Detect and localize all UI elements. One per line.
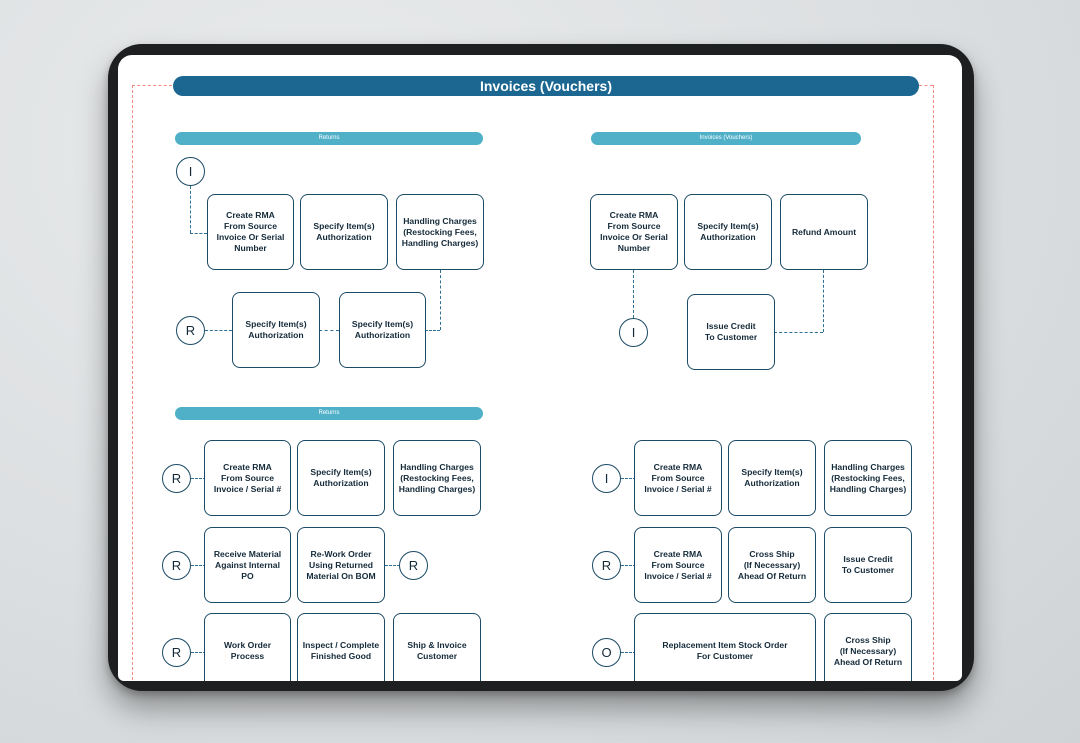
connector xyxy=(190,233,207,234)
connector xyxy=(823,270,824,332)
process-box-rework-order: Re-Work Order Using Returned Material On… xyxy=(297,527,385,603)
cut-guide-top-right xyxy=(919,85,933,86)
section-bar-returns-top: Returns xyxy=(175,132,483,145)
process-box-specify-items: Specify Item(s) Authorization xyxy=(339,292,426,368)
process-box-inspect-complete: Inspect / Complete Finished Good xyxy=(297,613,385,681)
connector xyxy=(190,186,191,233)
page-title: Invoices (Vouchers) xyxy=(173,76,919,96)
process-box-specify-items: Specify Item(s) Authorization xyxy=(684,194,772,270)
connector xyxy=(319,330,339,331)
process-box-replacement-order: Replacement Item Stock Order For Custome… xyxy=(634,613,816,681)
process-box-cross-ship: Cross Ship (If Necessary) Ahead Of Retur… xyxy=(728,527,816,603)
process-box-create-rma: Create RMA From Source Invoice Or Serial… xyxy=(207,194,294,270)
connector xyxy=(633,270,634,318)
flow-node-i: I xyxy=(592,464,621,493)
connector xyxy=(385,565,400,566)
process-box-receive-material: Receive Material Against Internal PO xyxy=(204,527,291,603)
screen: Invoices (Vouchers) Returns Invoices (Vo… xyxy=(118,55,962,681)
process-box-handling-charges: Handling Charges (Restocking Fees, Handl… xyxy=(396,194,484,270)
process-box-specify-items: Specify Item(s) Authorization xyxy=(728,440,816,516)
flow-node-r: R xyxy=(162,551,191,580)
connector xyxy=(621,652,636,653)
process-box-refund-amount: Refund Amount xyxy=(780,194,868,270)
cut-guide-top-left xyxy=(132,85,172,86)
connector xyxy=(205,330,232,331)
connector xyxy=(191,652,206,653)
section-bar-invoices: Invoices (Vouchers) xyxy=(591,132,861,145)
process-box-issue-credit: Issue Credit To Customer xyxy=(824,527,912,603)
process-box-ship-invoice: Ship & Invoice Customer xyxy=(393,613,481,681)
flow-node-i: I xyxy=(176,157,205,186)
flow-node-r: R xyxy=(162,638,191,667)
connector xyxy=(621,478,636,479)
flow-node-r: R xyxy=(592,551,621,580)
process-box-create-rma: Create RMA From Source Invoice Or Serial… xyxy=(590,194,678,270)
process-box-handling-charges: Handling Charges (Restocking Fees, Handl… xyxy=(824,440,912,516)
flow-node-i: I xyxy=(619,318,648,347)
process-box-handling-charges: Handling Charges (Restocking Fees, Handl… xyxy=(393,440,481,516)
process-box-create-rma: Create RMA From Source Invoice / Serial … xyxy=(634,527,722,603)
process-box-specify-items: Specify Item(s) Authorization xyxy=(232,292,320,368)
connector xyxy=(425,330,440,331)
process-box-cross-ship: Cross Ship (If Necessary) Ahead Of Retur… xyxy=(824,613,912,681)
flow-node-r: R xyxy=(399,551,428,580)
process-box-create-rma: Create RMA From Source Invoice / Serial … xyxy=(204,440,291,516)
flow-node-o: O xyxy=(592,638,621,667)
cut-guide-right xyxy=(933,85,934,681)
cut-guide-left xyxy=(132,85,133,681)
connector xyxy=(440,270,441,330)
process-box-specify-items: Specify Item(s) Authorization xyxy=(297,440,385,516)
process-box-issue-credit: Issue Credit To Customer xyxy=(687,294,775,370)
flow-node-r: R xyxy=(176,316,205,345)
process-box-specify-items: Specify Item(s) Authorization xyxy=(300,194,388,270)
connector xyxy=(191,565,206,566)
process-box-work-order: Work Order Process xyxy=(204,613,291,681)
connector xyxy=(774,332,823,333)
connector xyxy=(191,478,206,479)
flow-node-r: R xyxy=(162,464,191,493)
section-bar-returns-bottom: Returns xyxy=(175,407,483,420)
connector xyxy=(621,565,636,566)
process-box-create-rma: Create RMA From Source Invoice / Serial … xyxy=(634,440,722,516)
